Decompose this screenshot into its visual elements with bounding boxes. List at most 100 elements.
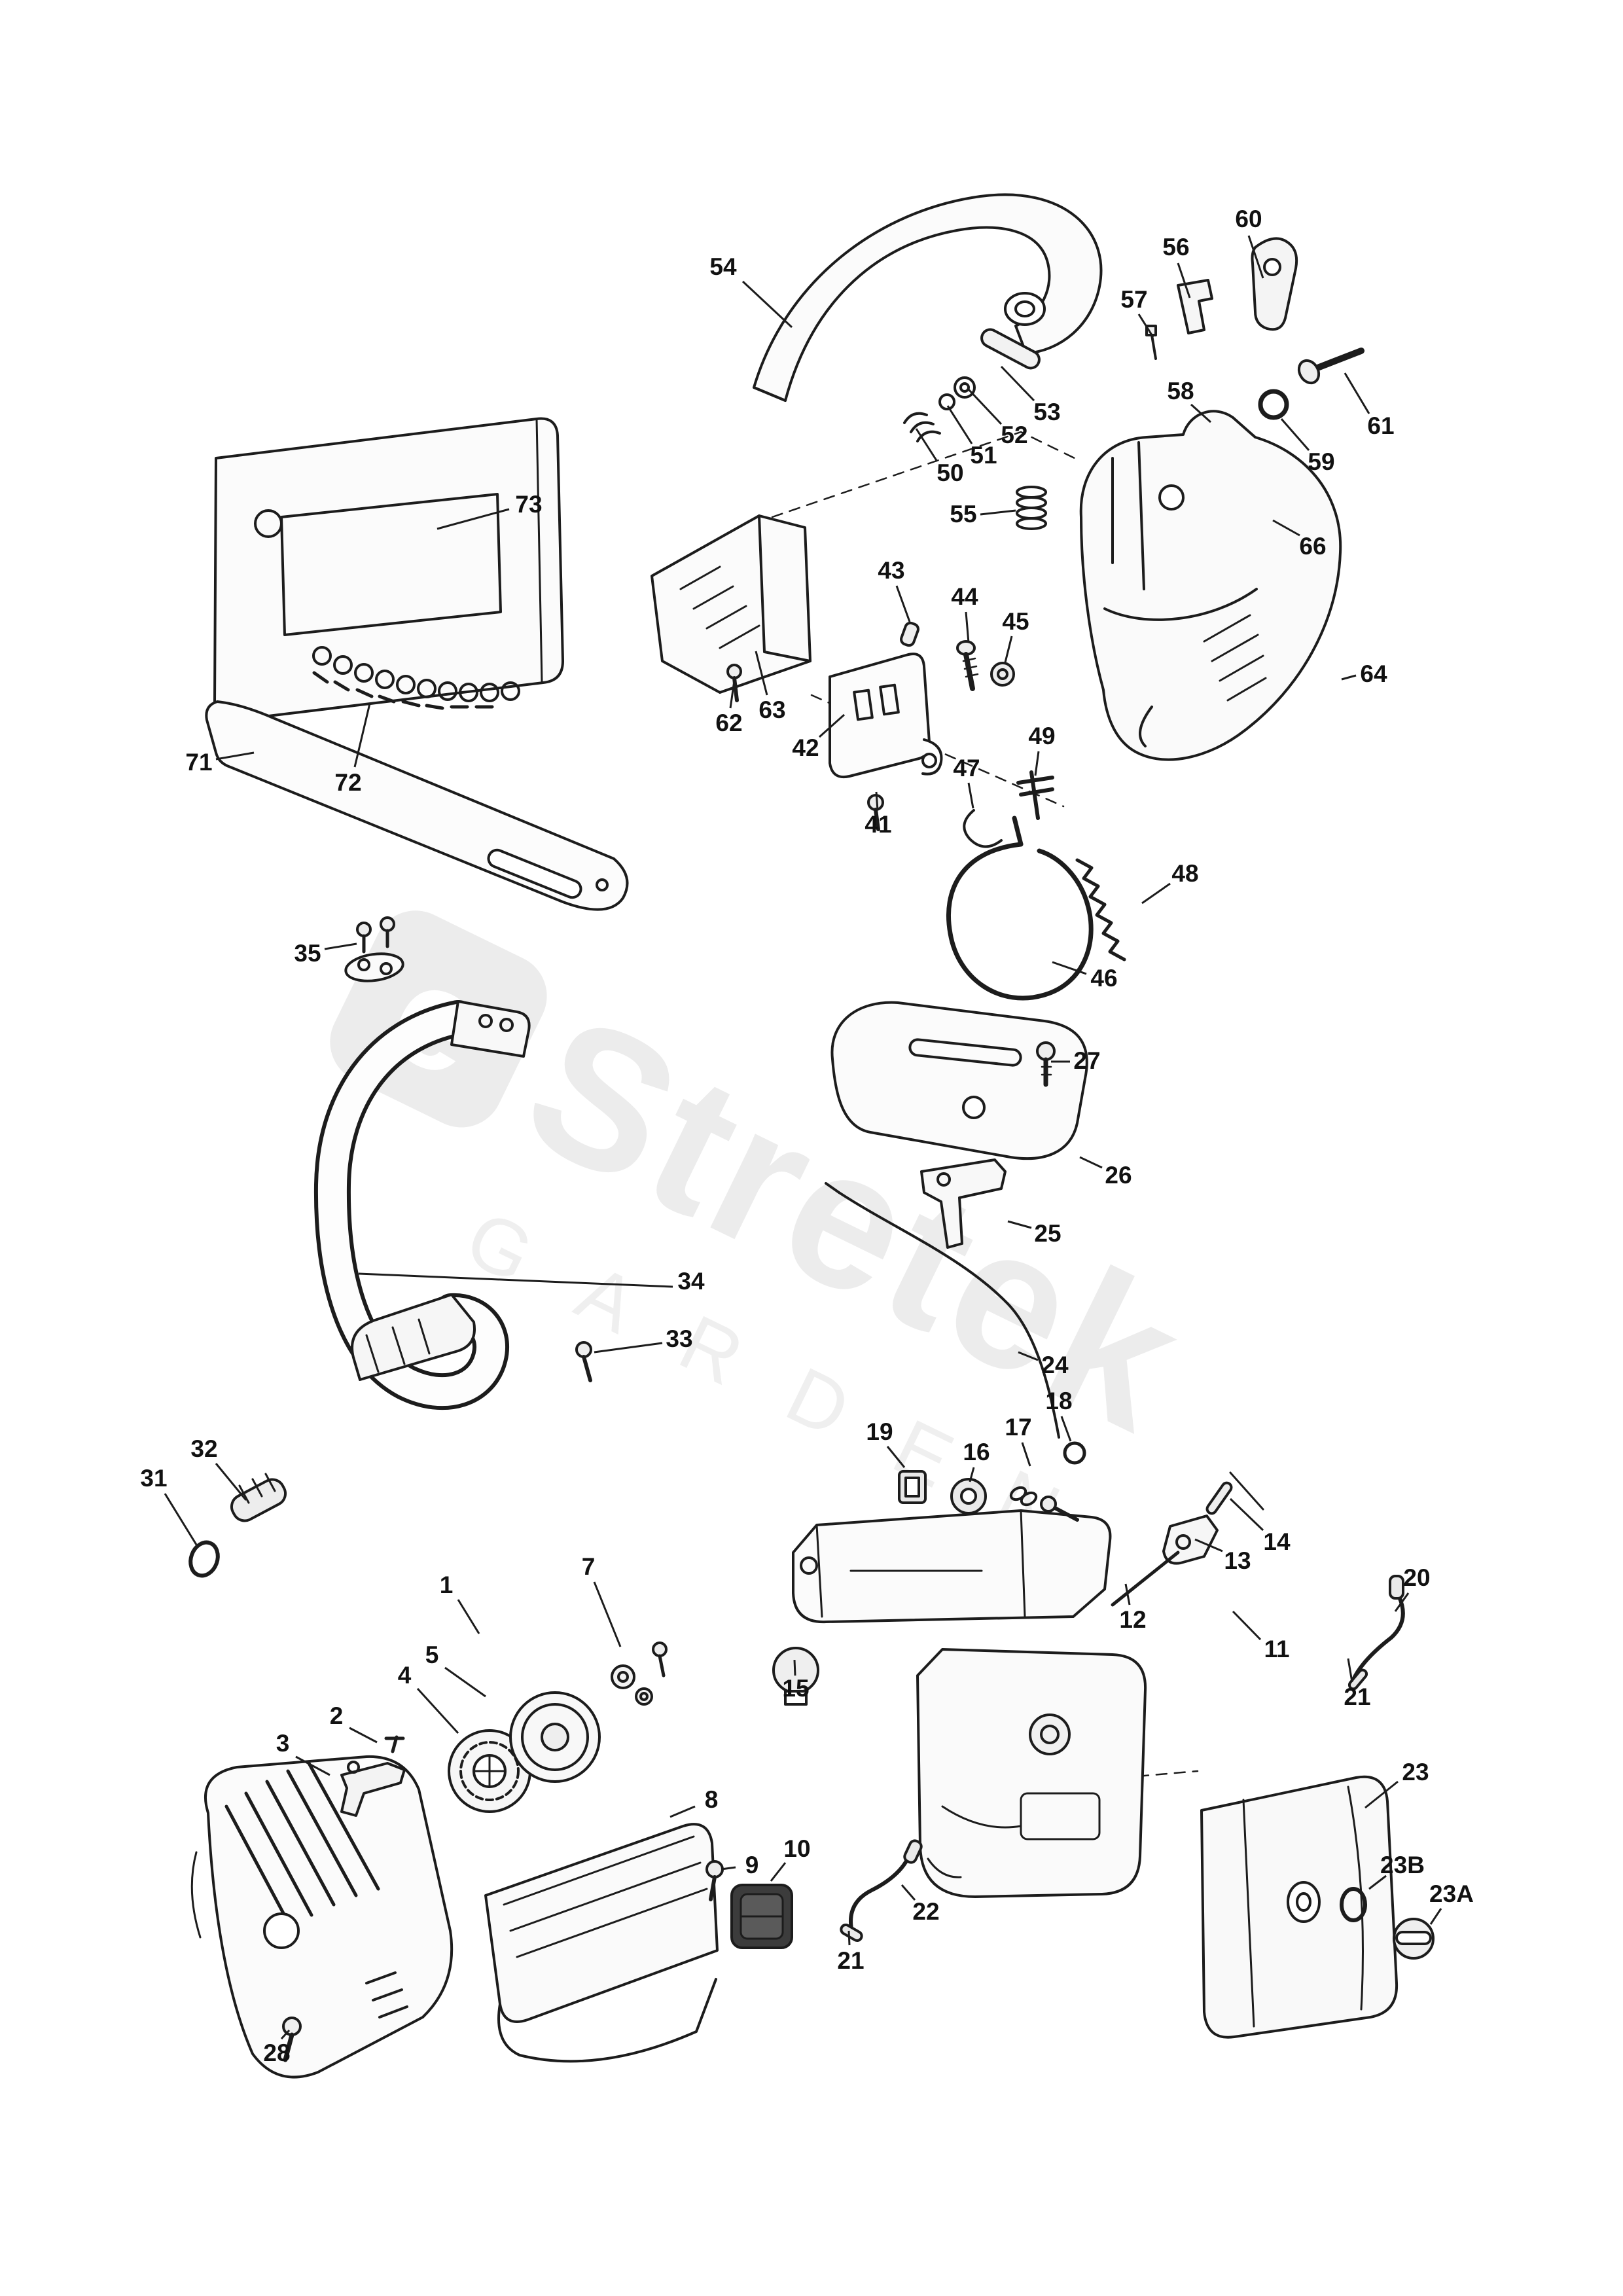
leader-line-34: [358, 1272, 673, 1288]
leader-line-58: [1190, 403, 1212, 423]
leader-line-14: [1229, 1498, 1264, 1532]
part-screw-61: [1297, 348, 1364, 385]
part-chain-guide-plate-8: [484, 1823, 719, 2063]
part-clutch-drum-5: [509, 1691, 601, 1783]
part-ring-31: [188, 1540, 220, 1578]
leader-line-48: [1141, 882, 1171, 905]
part-oring-23B: [1340, 1887, 1367, 1922]
leader-line-11: [1232, 1610, 1262, 1641]
leader-line-59: [1280, 418, 1310, 451]
leader-line-44: [965, 611, 970, 643]
leader-line-23B: [1368, 1874, 1387, 1890]
part-bracket-56: [1177, 279, 1213, 334]
leader-line-63: [755, 651, 768, 696]
leader-line-57: [1137, 314, 1154, 338]
part-brake-plate-42: [829, 653, 943, 778]
part-pin-and-washers: [903, 328, 1041, 442]
part-spring-pin-14: [1205, 1471, 1264, 1515]
leader-line-55: [980, 509, 1016, 516]
part-fuel-line-right: [1347, 1575, 1405, 1691]
part-saw-chain-72: [312, 646, 520, 710]
leader-line-54: [741, 280, 793, 329]
part-plug-43: [900, 621, 919, 647]
part-screw-33: [575, 1341, 592, 1382]
part-clutch-4: [448, 1729, 531, 1813]
part-throttle-rod-12: [1111, 1551, 1180, 1607]
leader-line-66: [1272, 519, 1300, 537]
leader-line-53: [1000, 365, 1035, 402]
part-brake-band-assembly: [946, 770, 1094, 1001]
leader-line-1: [457, 1599, 480, 1634]
leader-line-31: [164, 1493, 198, 1545]
leader-line-8: [669, 1805, 696, 1818]
part-starter-pawl: [340, 1735, 406, 1817]
part-cylinder-cover-26: [830, 1001, 1088, 1160]
part-front-handle: [313, 1000, 531, 1410]
leader-line-3: [295, 1755, 330, 1776]
part-fuel-tank: [916, 1648, 1147, 1898]
leader-line-47: [967, 782, 974, 809]
leader-line-23: [1364, 1780, 1399, 1809]
leader-line-26: [1079, 1156, 1103, 1169]
leader-line-49: [1034, 751, 1040, 776]
leader-line-15: [793, 1659, 796, 1676]
leader-line-60: [1247, 235, 1264, 279]
part-pin-57: [1145, 325, 1157, 360]
part-bar-scabbard-73: [213, 417, 564, 722]
part-throttle-spring: [1016, 486, 1047, 530]
leader-line-28: [280, 2029, 291, 2040]
leader-line-46: [1052, 961, 1087, 975]
leader-line-13: [1194, 1538, 1223, 1552]
part-cap-32: [230, 1473, 287, 1522]
part-muffler-10: [730, 1884, 793, 1949]
part-throttle-wire-24: [825, 1182, 1060, 1439]
part-brake-spring-48: [1075, 858, 1126, 961]
leader-line-2: [349, 1727, 378, 1744]
leader-line-50: [915, 428, 938, 462]
leader-line-33: [594, 1342, 663, 1354]
part-spring-screw-17: [1009, 1486, 1079, 1522]
part-starter-cover: [190, 1755, 454, 2079]
leader-line-51: [946, 405, 973, 444]
leader-line-73: [437, 508, 510, 530]
part-knob-23A: [1393, 1918, 1435, 1960]
leader-line-23A: [1429, 1908, 1442, 1925]
part-choke-lever-25: [920, 1158, 1007, 1249]
leader-line-19: [886, 1446, 906, 1468]
part-switch-19: [898, 1470, 927, 1504]
leader-line-5: [444, 1666, 486, 1698]
part-screw-27: [1036, 1041, 1056, 1087]
part-primer-bulb-15: [772, 1647, 819, 1706]
part-cylinder-16: [950, 1478, 987, 1515]
part-fuel-line-left: [840, 1839, 923, 1942]
leader-lines-layer: [164, 235, 1442, 2040]
leader-line-21: [1347, 1658, 1353, 1683]
leader-line-41: [875, 791, 879, 811]
leader-line-56: [1177, 262, 1191, 298]
leader-line-62: [729, 680, 736, 709]
leader-line-32: [215, 1463, 247, 1501]
leader-line-10: [770, 1862, 787, 1882]
leader-line-25: [1007, 1220, 1032, 1229]
leader-line-17: [1021, 1442, 1031, 1467]
leader-line-43: [895, 585, 911, 622]
leader-line-12: [1124, 1583, 1131, 1605]
part-lever-60: [1251, 237, 1298, 331]
part-nut-45: [990, 662, 1015, 687]
leader-line-72: [353, 703, 371, 768]
leader-line-64: [1341, 674, 1357, 681]
leader-line-42: [818, 713, 846, 738]
leader-line-35: [324, 942, 357, 950]
part-bar-plate-35: [344, 916, 404, 982]
leader-line-24: [1018, 1351, 1039, 1361]
leader-line-45: [1004, 636, 1013, 663]
leader-line-61: [1344, 372, 1370, 414]
part-guide-bar-71: [205, 700, 629, 911]
part-handle-housing: [792, 1509, 1112, 1624]
part-screw-44: [956, 640, 979, 691]
leader-line-7: [593, 1581, 622, 1647]
part-rear-handle-housing: [1079, 410, 1342, 761]
part-top-handle-guard: [753, 193, 1103, 402]
leader-line-52: [967, 388, 1003, 425]
